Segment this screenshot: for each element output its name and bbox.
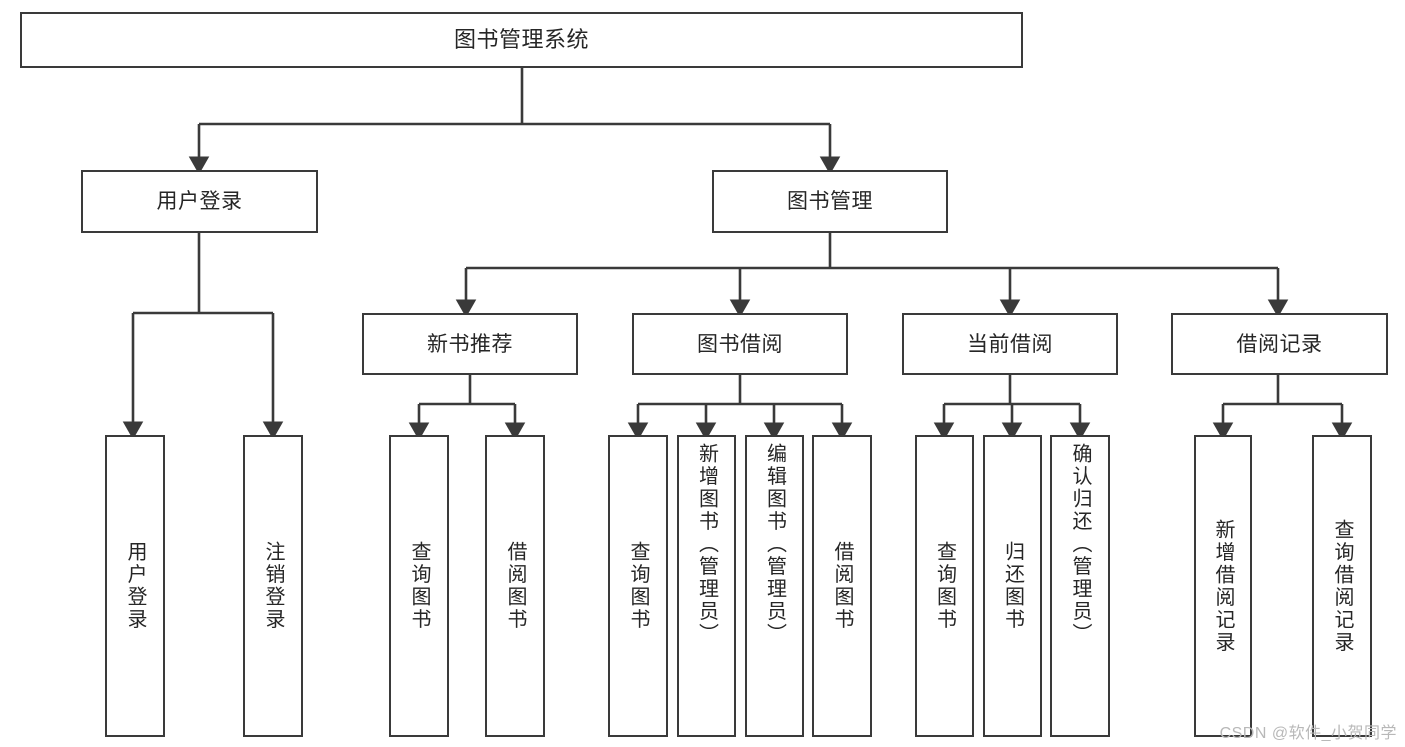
node-root[interactable]: 图书管理系统 <box>20 12 1023 68</box>
node-leaf-query-book-2[interactable]: 查询图书 <box>608 435 668 737</box>
node-book-manage[interactable]: 图书管理 <box>712 170 948 233</box>
node-current-borrow[interactable]: 当前借阅 <box>902 313 1118 375</box>
node-leaf-borrow-book-1[interactable]: 借阅图书 <box>485 435 545 737</box>
watermark: CSDN @软件_小贺同学 <box>1219 725 1397 742</box>
node-root-label: 图书管理系统 <box>453 27 589 52</box>
node-leaf-confirm-return-label: 确认归还（管理员） <box>1069 443 1091 646</box>
node-leaf-return-book[interactable]: 归还图书 <box>983 435 1042 737</box>
node-current-borrow-label: 当前借阅 <box>967 332 1053 356</box>
node-leaf-borrow-book-2[interactable]: 借阅图书 <box>812 435 872 737</box>
node-leaf-query-book-3[interactable]: 查询图书 <box>915 435 974 737</box>
node-leaf-confirm-return[interactable]: 确认归还（管理员） <box>1050 435 1110 737</box>
node-leaf-query-book-1[interactable]: 查询图书 <box>389 435 449 737</box>
node-borrow-record[interactable]: 借阅记录 <box>1171 313 1388 375</box>
node-leaf-borrow-book-1-label: 借阅图书 <box>504 541 526 631</box>
node-leaf-edit-book-label: 编辑图书（管理员） <box>763 443 786 646</box>
node-leaf-query-book-1-label: 查询图书 <box>408 541 430 631</box>
node-leaf-edit-book[interactable]: 编辑图书（管理员） <box>745 435 804 737</box>
node-leaf-borrow-book-2-label: 借阅图书 <box>831 541 853 631</box>
node-leaf-query-record-label: 查询借阅记录 <box>1331 518 1353 654</box>
node-leaf-query-record[interactable]: 查询借阅记录 <box>1312 435 1372 737</box>
node-leaf-return-book-label: 归还图书 <box>1001 541 1024 631</box>
node-book-borrow[interactable]: 图书借阅 <box>632 313 848 375</box>
node-leaf-user-logout[interactable]: 注销登录 <box>243 435 303 737</box>
node-book-manage-label: 图书管理 <box>787 190 873 213</box>
node-leaf-user-logout-label: 注销登录 <box>262 541 284 631</box>
node-leaf-user-login[interactable]: 用户登录 <box>105 435 165 737</box>
node-book-borrow-label: 图书借阅 <box>697 332 783 356</box>
node-leaf-add-record-label: 新增借阅记录 <box>1212 518 1234 654</box>
node-new-book-rec-label: 新书推荐 <box>427 332 513 356</box>
node-borrow-record-label: 借阅记录 <box>1236 332 1323 356</box>
node-new-book-rec[interactable]: 新书推荐 <box>362 313 578 375</box>
node-leaf-query-book-3-label: 查询图书 <box>933 541 956 631</box>
node-leaf-user-login-label: 用户登录 <box>124 541 146 631</box>
node-leaf-query-book-2-label: 查询图书 <box>627 541 649 631</box>
node-leaf-add-record[interactable]: 新增借阅记录 <box>1194 435 1252 737</box>
node-leaf-add-book-label: 新增图书（管理员） <box>695 443 718 646</box>
node-leaf-add-book[interactable]: 新增图书（管理员） <box>677 435 736 737</box>
node-user-login-label: 用户登录 <box>156 190 243 213</box>
node-user-login[interactable]: 用户登录 <box>81 170 318 233</box>
